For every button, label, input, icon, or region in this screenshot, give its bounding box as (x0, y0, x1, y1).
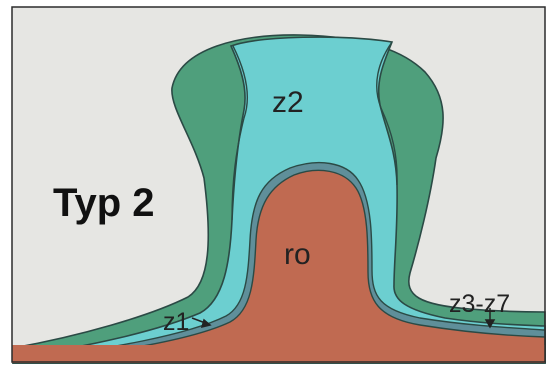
zone-z2-label: z2 (272, 86, 304, 119)
zone-z3-z7-label: z3-z7 (449, 290, 510, 318)
ro-base-strip (12, 345, 545, 363)
zone-z1-label: z1 (163, 308, 189, 336)
type-label: Typ 2 (53, 181, 155, 225)
zone-ro-label: ro (284, 238, 311, 271)
